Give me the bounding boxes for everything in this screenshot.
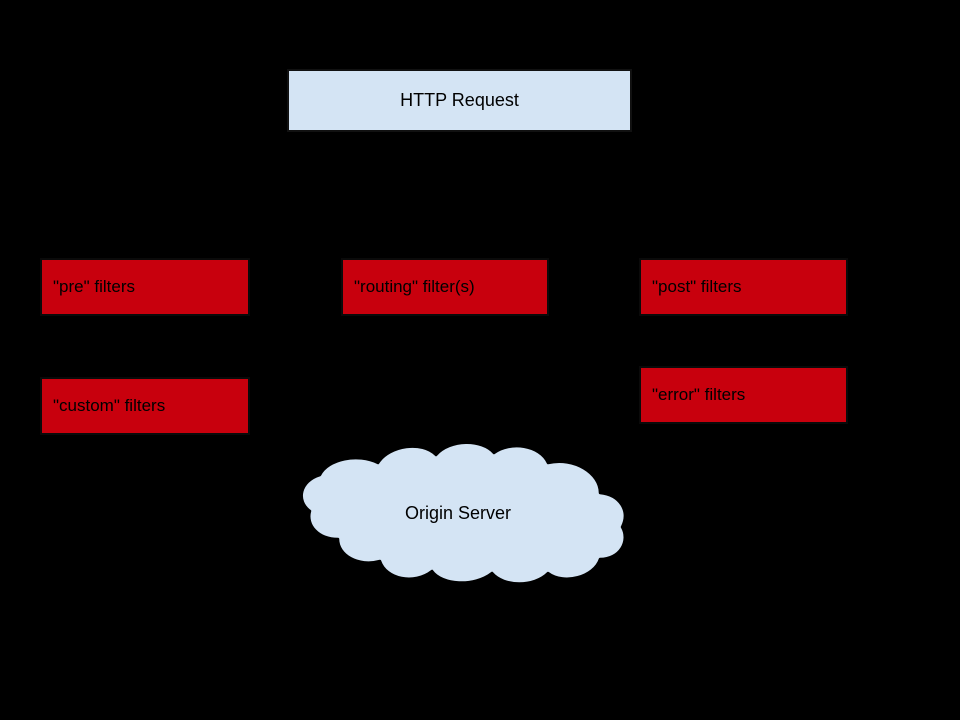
custom-filters-node[interactable]: "custom" filters (40, 377, 250, 435)
routing-filters-node[interactable]: "routing" filter(s) (341, 258, 549, 316)
cloud-icon (300, 441, 626, 585)
http-request-node[interactable]: HTTP Request (287, 69, 632, 132)
pre-filters-label: "pre" filters (53, 276, 135, 296)
connector-request-down-center (445, 132, 446, 258)
connector-request-to-filters (287, 132, 632, 133)
origin-server-node[interactable]: Origin Server (282, 437, 634, 589)
http-request-label: HTTP Request (400, 89, 519, 110)
connector-request-down-left (144, 132, 145, 258)
routing-filters-label: "routing" filter(s) (354, 276, 475, 296)
pre-filters-node[interactable]: "pre" filters (40, 258, 250, 316)
custom-filters-label: "custom" filters (53, 395, 166, 415)
connector-request-down-right (743, 132, 744, 258)
error-filters-label: "error" filters (652, 384, 746, 404)
post-filters-label: "post" filters (652, 276, 742, 296)
error-filters-node[interactable]: "error" filters (639, 366, 848, 424)
post-filters-node[interactable]: "post" filters (639, 258, 848, 316)
